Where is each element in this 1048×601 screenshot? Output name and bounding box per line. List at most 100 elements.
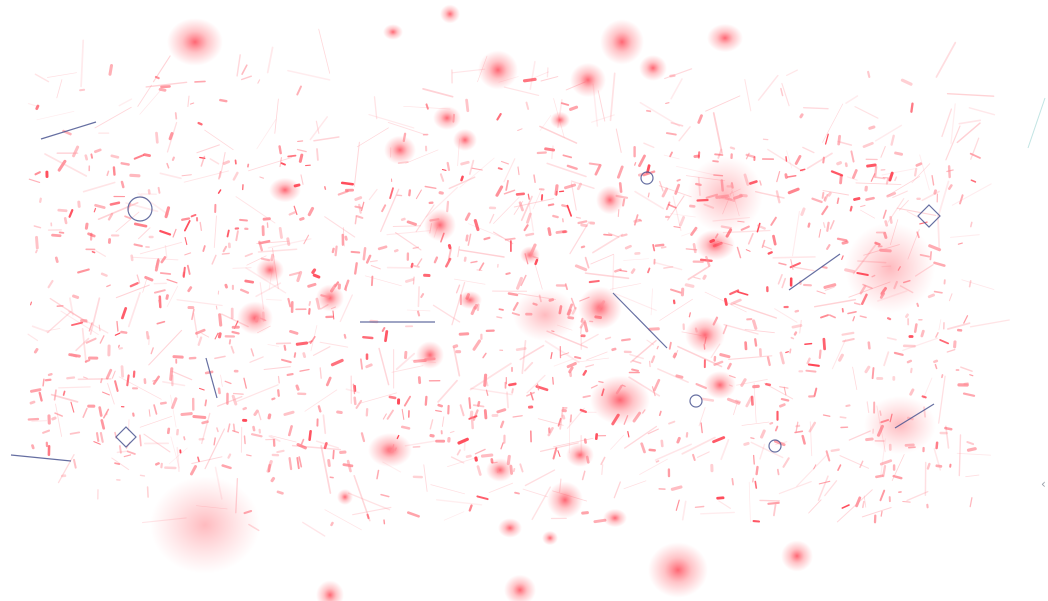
dash-particle — [388, 448, 395, 453]
dash-particle — [957, 242, 963, 245]
faint-streak — [672, 195, 682, 232]
dash-particle — [534, 258, 539, 266]
dash-particle — [893, 351, 904, 356]
dash-particle — [554, 184, 559, 196]
dash-particle — [215, 305, 218, 310]
dash-particle — [159, 401, 167, 405]
dash-particle — [295, 341, 309, 346]
dash-particle — [262, 217, 271, 221]
dash-particle — [684, 283, 695, 288]
faint-streak — [118, 376, 162, 400]
dash-particle — [669, 74, 676, 78]
dash-particle — [547, 203, 555, 207]
dash-particle — [28, 178, 41, 183]
dash-particle — [408, 189, 412, 197]
faint-streak — [322, 414, 327, 435]
dash-particle — [35, 104, 40, 111]
dash-particle — [82, 407, 88, 418]
dash-particle — [276, 490, 284, 495]
dash-particle — [382, 413, 387, 420]
dash-particle — [910, 102, 914, 113]
dash-particle — [296, 148, 307, 153]
dash-particle — [259, 176, 264, 179]
outline-diamond — [115, 426, 137, 448]
dash-particle — [518, 201, 524, 212]
glow-blob — [440, 4, 460, 24]
dash-particle — [818, 349, 822, 360]
faint-streak — [759, 443, 766, 460]
dash-particle — [260, 317, 267, 322]
dash-particle — [588, 162, 601, 166]
dash-particle — [634, 162, 637, 166]
dash-particle — [478, 262, 485, 271]
dash-particle — [552, 447, 558, 460]
dash-particle — [611, 413, 620, 426]
dash-particle — [84, 154, 89, 161]
dash-particle — [381, 204, 387, 213]
dash-particle — [85, 337, 97, 344]
dash-particle — [180, 412, 193, 417]
dash-particle — [679, 215, 686, 227]
dash-particle — [574, 264, 588, 272]
dash-particle — [330, 521, 334, 527]
dash-particle — [630, 268, 636, 274]
dash-particle — [118, 347, 123, 350]
outline-line — [894, 403, 935, 429]
faint-streak — [822, 103, 844, 143]
glow-blob — [639, 55, 667, 81]
dash-particle — [865, 196, 875, 201]
faint-streak — [958, 119, 982, 125]
dash-particle — [584, 256, 590, 269]
faint-streak — [315, 120, 320, 134]
dash-particle — [648, 360, 651, 368]
outline-line — [10, 454, 72, 462]
dash-particle — [216, 427, 219, 433]
dash-particle — [197, 121, 203, 126]
dash-particle — [552, 376, 554, 385]
faint-streak — [46, 72, 77, 78]
dash-particle — [745, 152, 750, 160]
dash-particle — [873, 165, 878, 179]
dash-particle — [894, 176, 898, 182]
dash-particle — [307, 282, 317, 288]
faint-streak — [488, 482, 514, 494]
faint-streak — [946, 93, 995, 97]
outline-circle — [640, 171, 654, 185]
dash-particle — [190, 465, 197, 476]
dash-particle — [935, 464, 943, 468]
faint-streak — [639, 458, 668, 475]
dash-particle — [826, 244, 831, 250]
faint-streak — [138, 227, 151, 240]
faint-streak — [320, 445, 332, 494]
dash-particle — [551, 330, 555, 333]
dash-particle — [184, 237, 188, 246]
faint-streak — [540, 76, 559, 82]
dash-particle — [928, 244, 942, 252]
faint-streak — [806, 152, 833, 170]
faint-streak — [922, 377, 933, 399]
faint-streak — [148, 335, 150, 346]
faint-streak — [785, 69, 799, 77]
faint-streak — [822, 190, 849, 196]
dash-particle — [350, 250, 361, 254]
dash-particle — [500, 442, 504, 450]
dash-particle — [879, 248, 892, 253]
faint-streak — [759, 499, 781, 502]
dash-particle — [243, 509, 253, 515]
faint-streak — [139, 89, 162, 115]
faint-streak — [236, 384, 279, 403]
chevron-left-icon[interactable]: ‹ — [1041, 477, 1046, 491]
faint-streak — [886, 336, 897, 341]
dash-particle — [668, 341, 672, 350]
dash-particle — [783, 386, 787, 396]
faint-streak — [532, 187, 543, 210]
faint-streak — [935, 41, 957, 78]
faint-streak — [148, 329, 183, 366]
dash-particle — [879, 292, 885, 299]
dash-particle — [33, 225, 42, 229]
faint-streak — [591, 114, 615, 123]
dash-particle — [765, 382, 772, 387]
faint-streak — [817, 475, 829, 501]
faint-streak — [176, 446, 180, 473]
faint-streak — [356, 127, 389, 148]
